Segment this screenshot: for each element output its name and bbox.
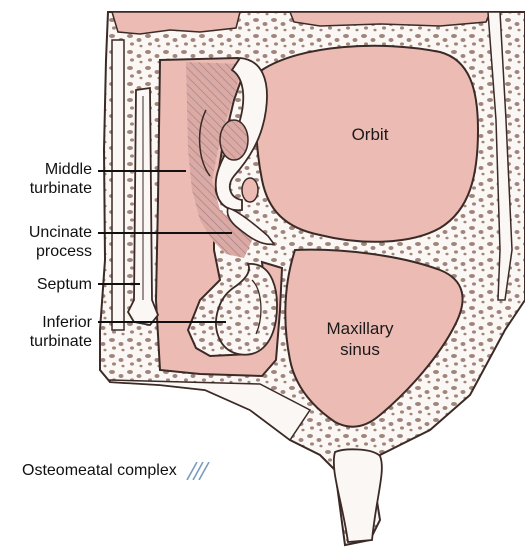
ethmoid-cell: [220, 120, 248, 160]
label-uncinate-process: Uncinate process: [8, 223, 92, 261]
left-nasal-wall: [112, 40, 124, 330]
label-inferior-turbinate: Inferior turbinate: [8, 313, 92, 351]
label-middle-turbinate-line2: turbinate: [8, 179, 92, 198]
label-inferior-turbinate-line1: Inferior: [8, 313, 92, 332]
label-inferior-turbinate-line2: turbinate: [8, 332, 92, 351]
ethmoid-cell: [242, 178, 258, 202]
label-uncinate-process-line1: Uncinate: [8, 223, 92, 242]
upper-right-cavity: [290, 12, 490, 26]
label-middle-turbinate-line1: Middle: [8, 160, 92, 179]
label-maxillary-sinus-line2: sinus: [310, 339, 410, 360]
legend-hatch-swatch: [185, 462, 211, 480]
legend: Osteomeatal complex: [22, 462, 211, 480]
label-uncinate-process-line2: process: [8, 242, 92, 261]
label-maxillary-sinus: Maxillary sinus: [310, 318, 410, 360]
label-orbit: Orbit: [330, 124, 410, 145]
label-septum: Septum: [8, 275, 92, 294]
legend-label: Osteomeatal complex: [22, 462, 177, 480]
label-middle-turbinate: Middle turbinate: [8, 160, 92, 198]
label-maxillary-sinus-line1: Maxillary: [310, 318, 410, 339]
